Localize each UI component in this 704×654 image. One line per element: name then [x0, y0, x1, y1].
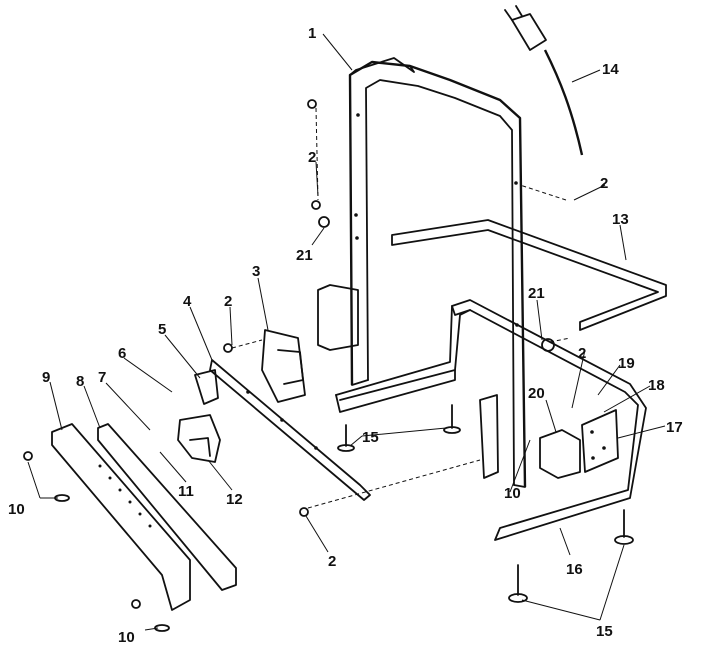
mounting-plate: [581, 409, 619, 473]
callout-2c: 2: [224, 293, 232, 310]
door-frame: [348, 57, 527, 488]
block-bracket: [539, 429, 581, 479]
callout-20: 20: [528, 385, 545, 402]
valve-assembly: [261, 284, 359, 403]
callout-17: 17: [666, 419, 683, 436]
small-brackets: [194, 369, 219, 405]
cross-strap: [391, 219, 667, 331]
toe-plate: [51, 423, 191, 611]
callout-15a: 15: [362, 429, 379, 446]
switch-assembly: [177, 414, 221, 463]
callout-13: 13: [612, 211, 629, 228]
callout-18: 18: [648, 377, 665, 394]
fasteners: [23, 99, 634, 632]
callout-2b: 2: [600, 175, 608, 192]
callout-2d: 2: [578, 345, 586, 362]
callout-labels: 1 2 2 21 3 2 4 5 6 7 11 12 9 8 10 10 14 …: [8, 25, 683, 646]
callout-16: 16: [566, 561, 583, 578]
callout-2e: 2: [328, 553, 336, 570]
long-strip-bracket: [209, 359, 371, 501]
leader-lines: [27, 33, 666, 631]
rail-bracket: [97, 423, 237, 591]
callout-21a: 21: [296, 247, 313, 264]
callout-4: 4: [183, 293, 192, 310]
side-bracket: [479, 394, 499, 479]
callout-6: 6: [118, 345, 126, 362]
callout-12: 12: [226, 491, 243, 508]
callout-9: 9: [42, 369, 50, 386]
callout-21b: 21: [528, 285, 545, 302]
callout-19: 19: [618, 355, 635, 372]
callout-14: 14: [602, 61, 619, 78]
callout-15b: 15: [596, 623, 613, 640]
callout-7: 7: [98, 369, 106, 386]
callout-2a: 2: [308, 149, 316, 166]
callout-8: 8: [76, 373, 84, 390]
callout-10b: 10: [118, 629, 135, 646]
callout-11: 11: [178, 483, 194, 500]
callout-10c: 10: [504, 485, 521, 502]
power-cord: [504, 5, 584, 156]
callout-10a: 10: [8, 501, 25, 518]
callout-1: 1: [308, 25, 316, 42]
callout-3: 3: [252, 263, 260, 280]
lower-frame: [335, 299, 647, 541]
callout-5: 5: [158, 321, 166, 338]
alignment-lines: [231, 107, 571, 509]
